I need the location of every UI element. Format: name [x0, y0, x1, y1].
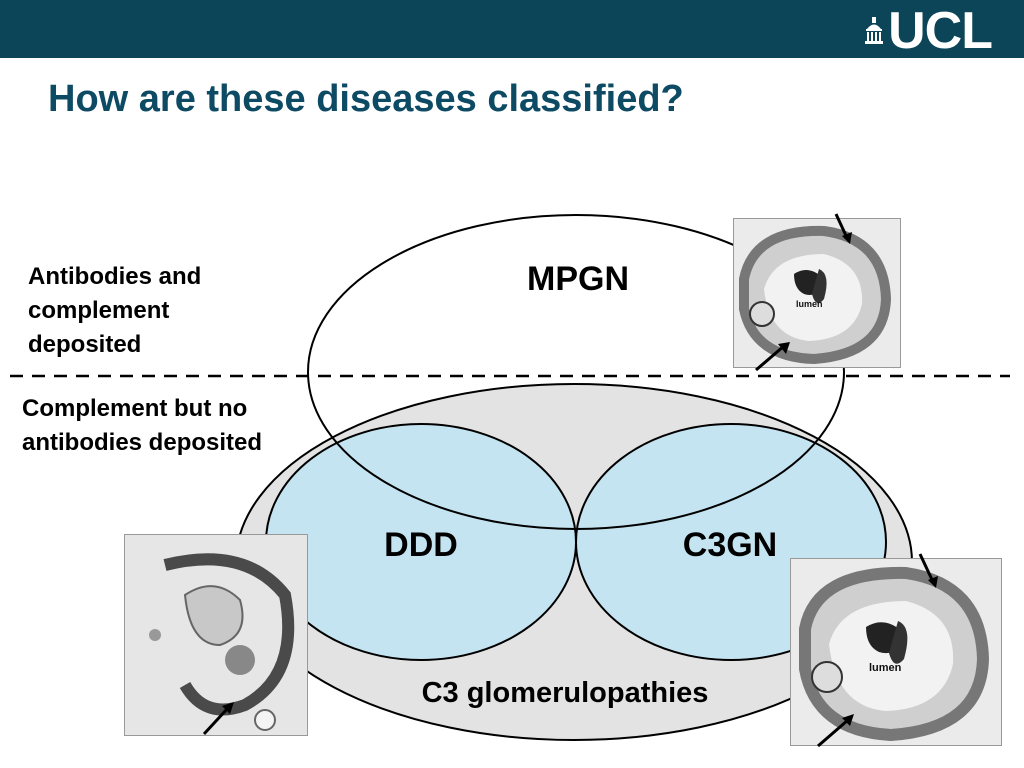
antibody-label-line: Antibodies and [28, 263, 202, 290]
portico-icon [865, 17, 884, 44]
ddd-label: DDD [384, 526, 458, 564]
complement-label-line: Complement but no [22, 395, 248, 422]
c3gn-label: C3GN [683, 526, 777, 564]
antibody-deposit-label: Antibodies and complement deposited [28, 260, 201, 362]
ucl-logo: UCL [864, 2, 993, 60]
lumen-label: lumen [869, 662, 902, 674]
header-bar: UCL [0, 0, 1024, 58]
micrograph-mpgn: lumen [733, 218, 901, 368]
lumen-label: lumen [796, 299, 823, 309]
complement-deposit-label: Complement but no antibodies deposited [22, 392, 262, 460]
micrograph-ddd [124, 534, 308, 736]
c3g-label: C3 glomerulopathies [422, 677, 709, 709]
mpgn-ellipse [307, 214, 845, 530]
arrow-icon [918, 553, 938, 588]
page-title: How are these diseases classified? [48, 78, 684, 120]
arrow-icon [202, 702, 234, 736]
micrograph-c3gn: lumen [790, 558, 1002, 746]
arrow-icon [834, 213, 852, 244]
antibody-label-line: complement [28, 297, 170, 324]
arrow-icon [755, 342, 790, 372]
antibody-label-line: deposited [28, 331, 142, 358]
logo-text: UCL [888, 2, 993, 60]
mpgn-label: MPGN [527, 260, 629, 298]
arrow-icon [817, 714, 854, 748]
complement-label-line: antibodies deposited [22, 429, 263, 456]
